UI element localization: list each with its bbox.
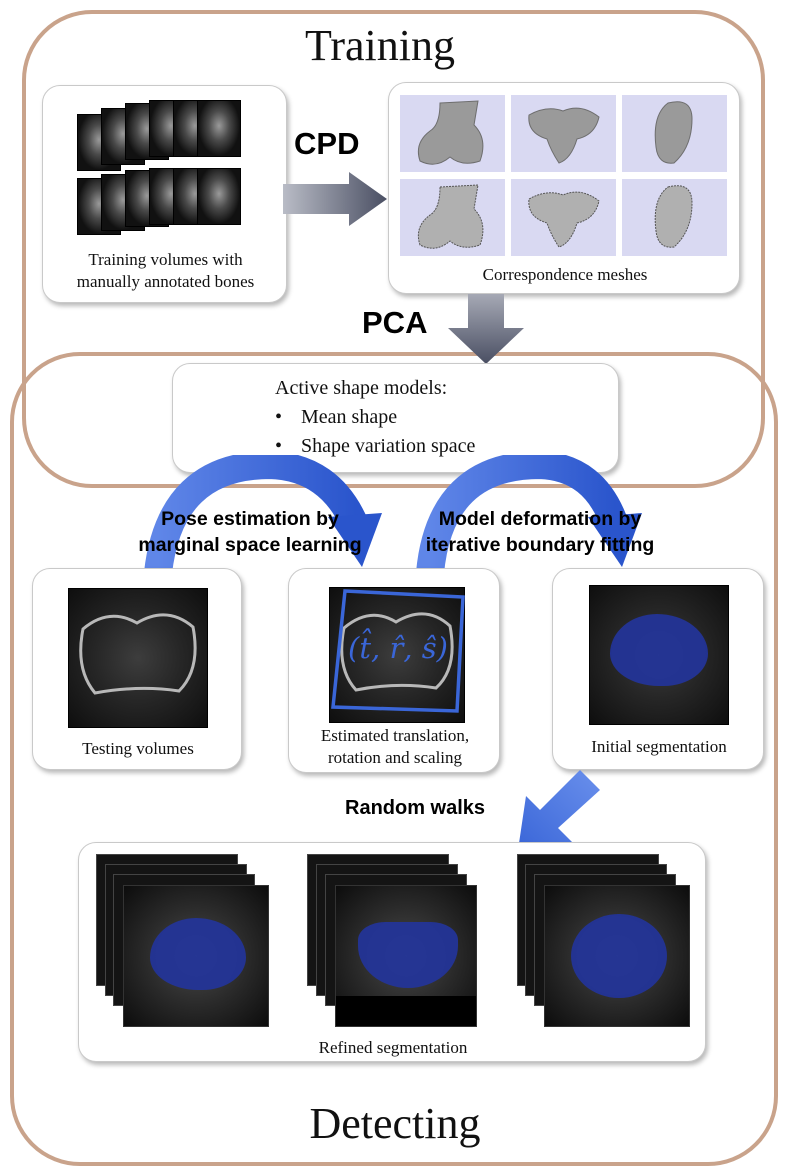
mesh-patella-wire <box>622 179 727 256</box>
detecting-frame <box>10 352 778 1166</box>
asm-title: Active shape models: <box>275 377 448 399</box>
model-deformation-arrow <box>416 455 642 575</box>
refined-segmentation-card: Refined segmentation <box>78 842 706 1062</box>
testing-volumes-card: Testing volumes <box>32 568 242 770</box>
training-title: Training <box>305 21 455 70</box>
random-walks-label: Random walks <box>345 797 486 819</box>
asm-bullet-1: • Mean shape <box>275 406 398 428</box>
initial-segmentation-caption: Initial segmentation <box>591 737 727 756</box>
training-volumes-card: Training volumes with manually annotated… <box>42 85 287 303</box>
pose-bounding-box <box>331 589 465 713</box>
random-walks-arrow <box>518 770 600 850</box>
pose-estimation-arrow <box>144 455 382 575</box>
pca-arrow <box>448 294 524 364</box>
estimated-pose-caption: Estimated translation, rotation and scal… <box>320 726 470 767</box>
refined-segmentation-caption: Refined segmentation <box>318 1038 468 1057</box>
mesh-tibia-smooth <box>511 95 616 172</box>
correspondence-caption: Correspondence meshes <box>482 265 648 284</box>
mesh-patella-smooth <box>622 95 727 172</box>
pose-estimation-label: Pose estimation by marginal space learni… <box>138 508 362 556</box>
initial-segmentation-card: Initial segmentation <box>552 568 764 770</box>
mesh-femur-smooth <box>400 95 505 172</box>
cpd-label: CPD <box>294 126 360 161</box>
detecting-title: Detecting <box>309 1099 481 1148</box>
asm-bullet-2: • Shape variation space <box>275 435 476 457</box>
mesh-femur-wire <box>400 179 505 256</box>
initial-segmentation-mask <box>610 614 708 686</box>
estimated-pose-card: (t̂, r̂, ŝ) Estimated translation, rotat… <box>288 568 500 773</box>
cpd-arrow <box>283 172 387 226</box>
mesh-tibia-wire <box>511 179 616 256</box>
correspondence-meshes-card: Correspondence meshes <box>388 82 740 294</box>
training-frame <box>22 10 765 488</box>
training-volumes-caption: Training volumes with manually annotated… <box>76 250 255 291</box>
pose-formula: (t̂, r̂, ŝ) <box>348 631 448 665</box>
estimated-pose-image <box>329 587 465 723</box>
testing-volume-image <box>68 588 208 728</box>
testing-volumes-caption: Testing volumes <box>82 739 194 758</box>
model-deformation-label: Model deformation by iterative boundary … <box>425 508 655 556</box>
initial-segmentation-image <box>589 585 729 725</box>
pca-label: PCA <box>362 305 428 340</box>
